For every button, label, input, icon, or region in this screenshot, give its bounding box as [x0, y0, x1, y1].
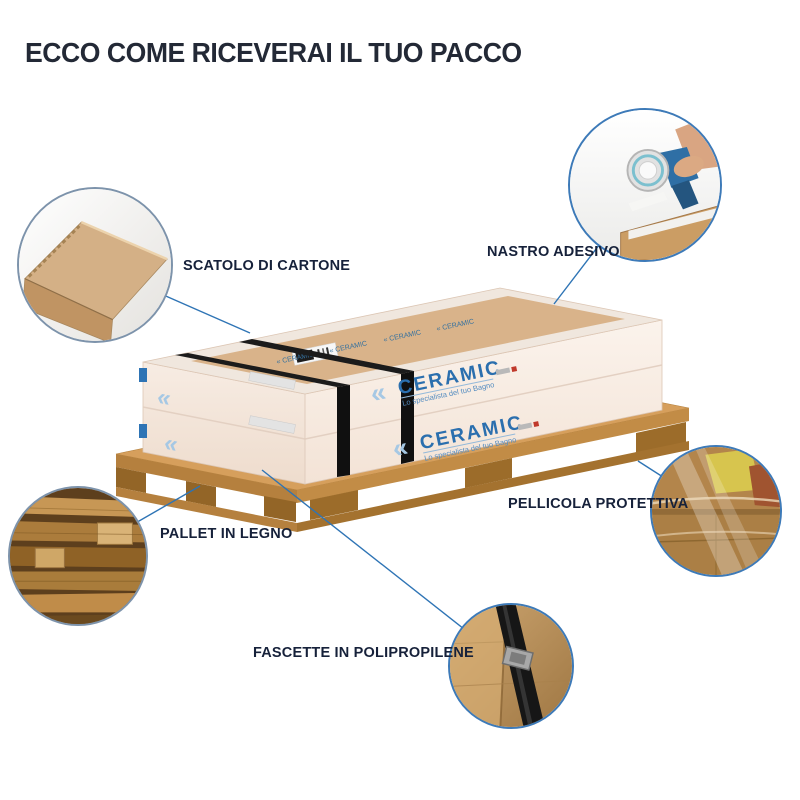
photo-nastro-adesivo	[568, 108, 722, 262]
label-fascette-in-polipropilene: FASCETTE IN POLIPROPILENE	[253, 645, 474, 661]
shipping-label	[248, 371, 296, 390]
photo-scatolo-di-cartone	[17, 187, 173, 343]
label-pallet-in-legno: PALLET IN LEGNO	[160, 526, 293, 542]
wrapped-carton-stack: « CERAMIC « CERAMIC « CERAMIC « CERAMIC …	[139, 287, 663, 485]
page-title: ECCO COME RICEVERAI IL TUO PACCO	[25, 36, 522, 68]
strap-on-box-photo	[450, 605, 572, 727]
cardboard-box-corner-photo	[19, 189, 171, 341]
wooden-pallet-photo	[10, 488, 146, 624]
tape-dispenser-photo	[570, 110, 720, 260]
chevron-arrow-icon: «	[155, 383, 173, 412]
label-nastro-adesivo: NASTRO ADESIVO	[487, 244, 620, 260]
label-scatolo-di-cartone: SCATOLO DI CARTONE	[183, 258, 351, 274]
photo-pallet-in-legno	[8, 486, 148, 626]
chevron-arrow-icon: «	[368, 376, 389, 408]
corner-guard	[139, 368, 147, 382]
chevron-arrow-icon: «	[162, 429, 180, 458]
shipping-label	[248, 415, 296, 434]
chevron-arrow-icon: «	[390, 431, 411, 463]
polypropylene-straps	[175, 339, 414, 477]
corner-guard	[139, 424, 147, 438]
label-pellicola-protettiva: PELLICOLA PROTETTIVA	[508, 496, 689, 512]
photo-fascette	[448, 603, 574, 729]
